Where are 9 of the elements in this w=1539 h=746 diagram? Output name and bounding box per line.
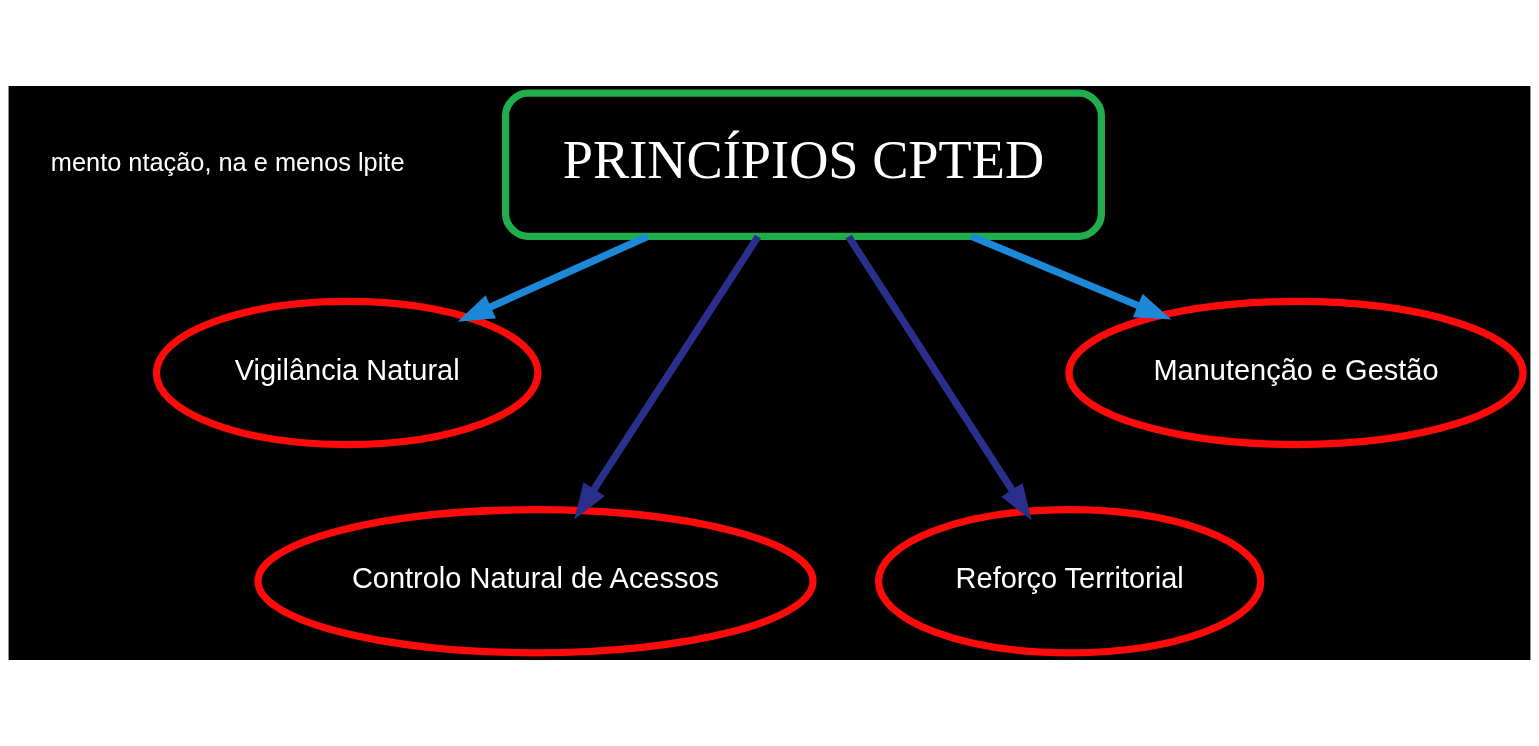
node-ellipse: Controlo Natural de Acessos (254, 506, 817, 657)
arrow (845, 234, 1032, 521)
arrow (574, 234, 762, 520)
node-box: PRINCÍPIOS CPTED (502, 89, 1105, 240)
label: mento ntação, na e menos lpite (50, 148, 405, 177)
arrow (457, 233, 650, 322)
node-ellipse: Reforço Territorial (874, 506, 1265, 657)
arrow (970, 233, 1172, 320)
node-ellipse: Manutenção e Gestão (1065, 297, 1527, 449)
